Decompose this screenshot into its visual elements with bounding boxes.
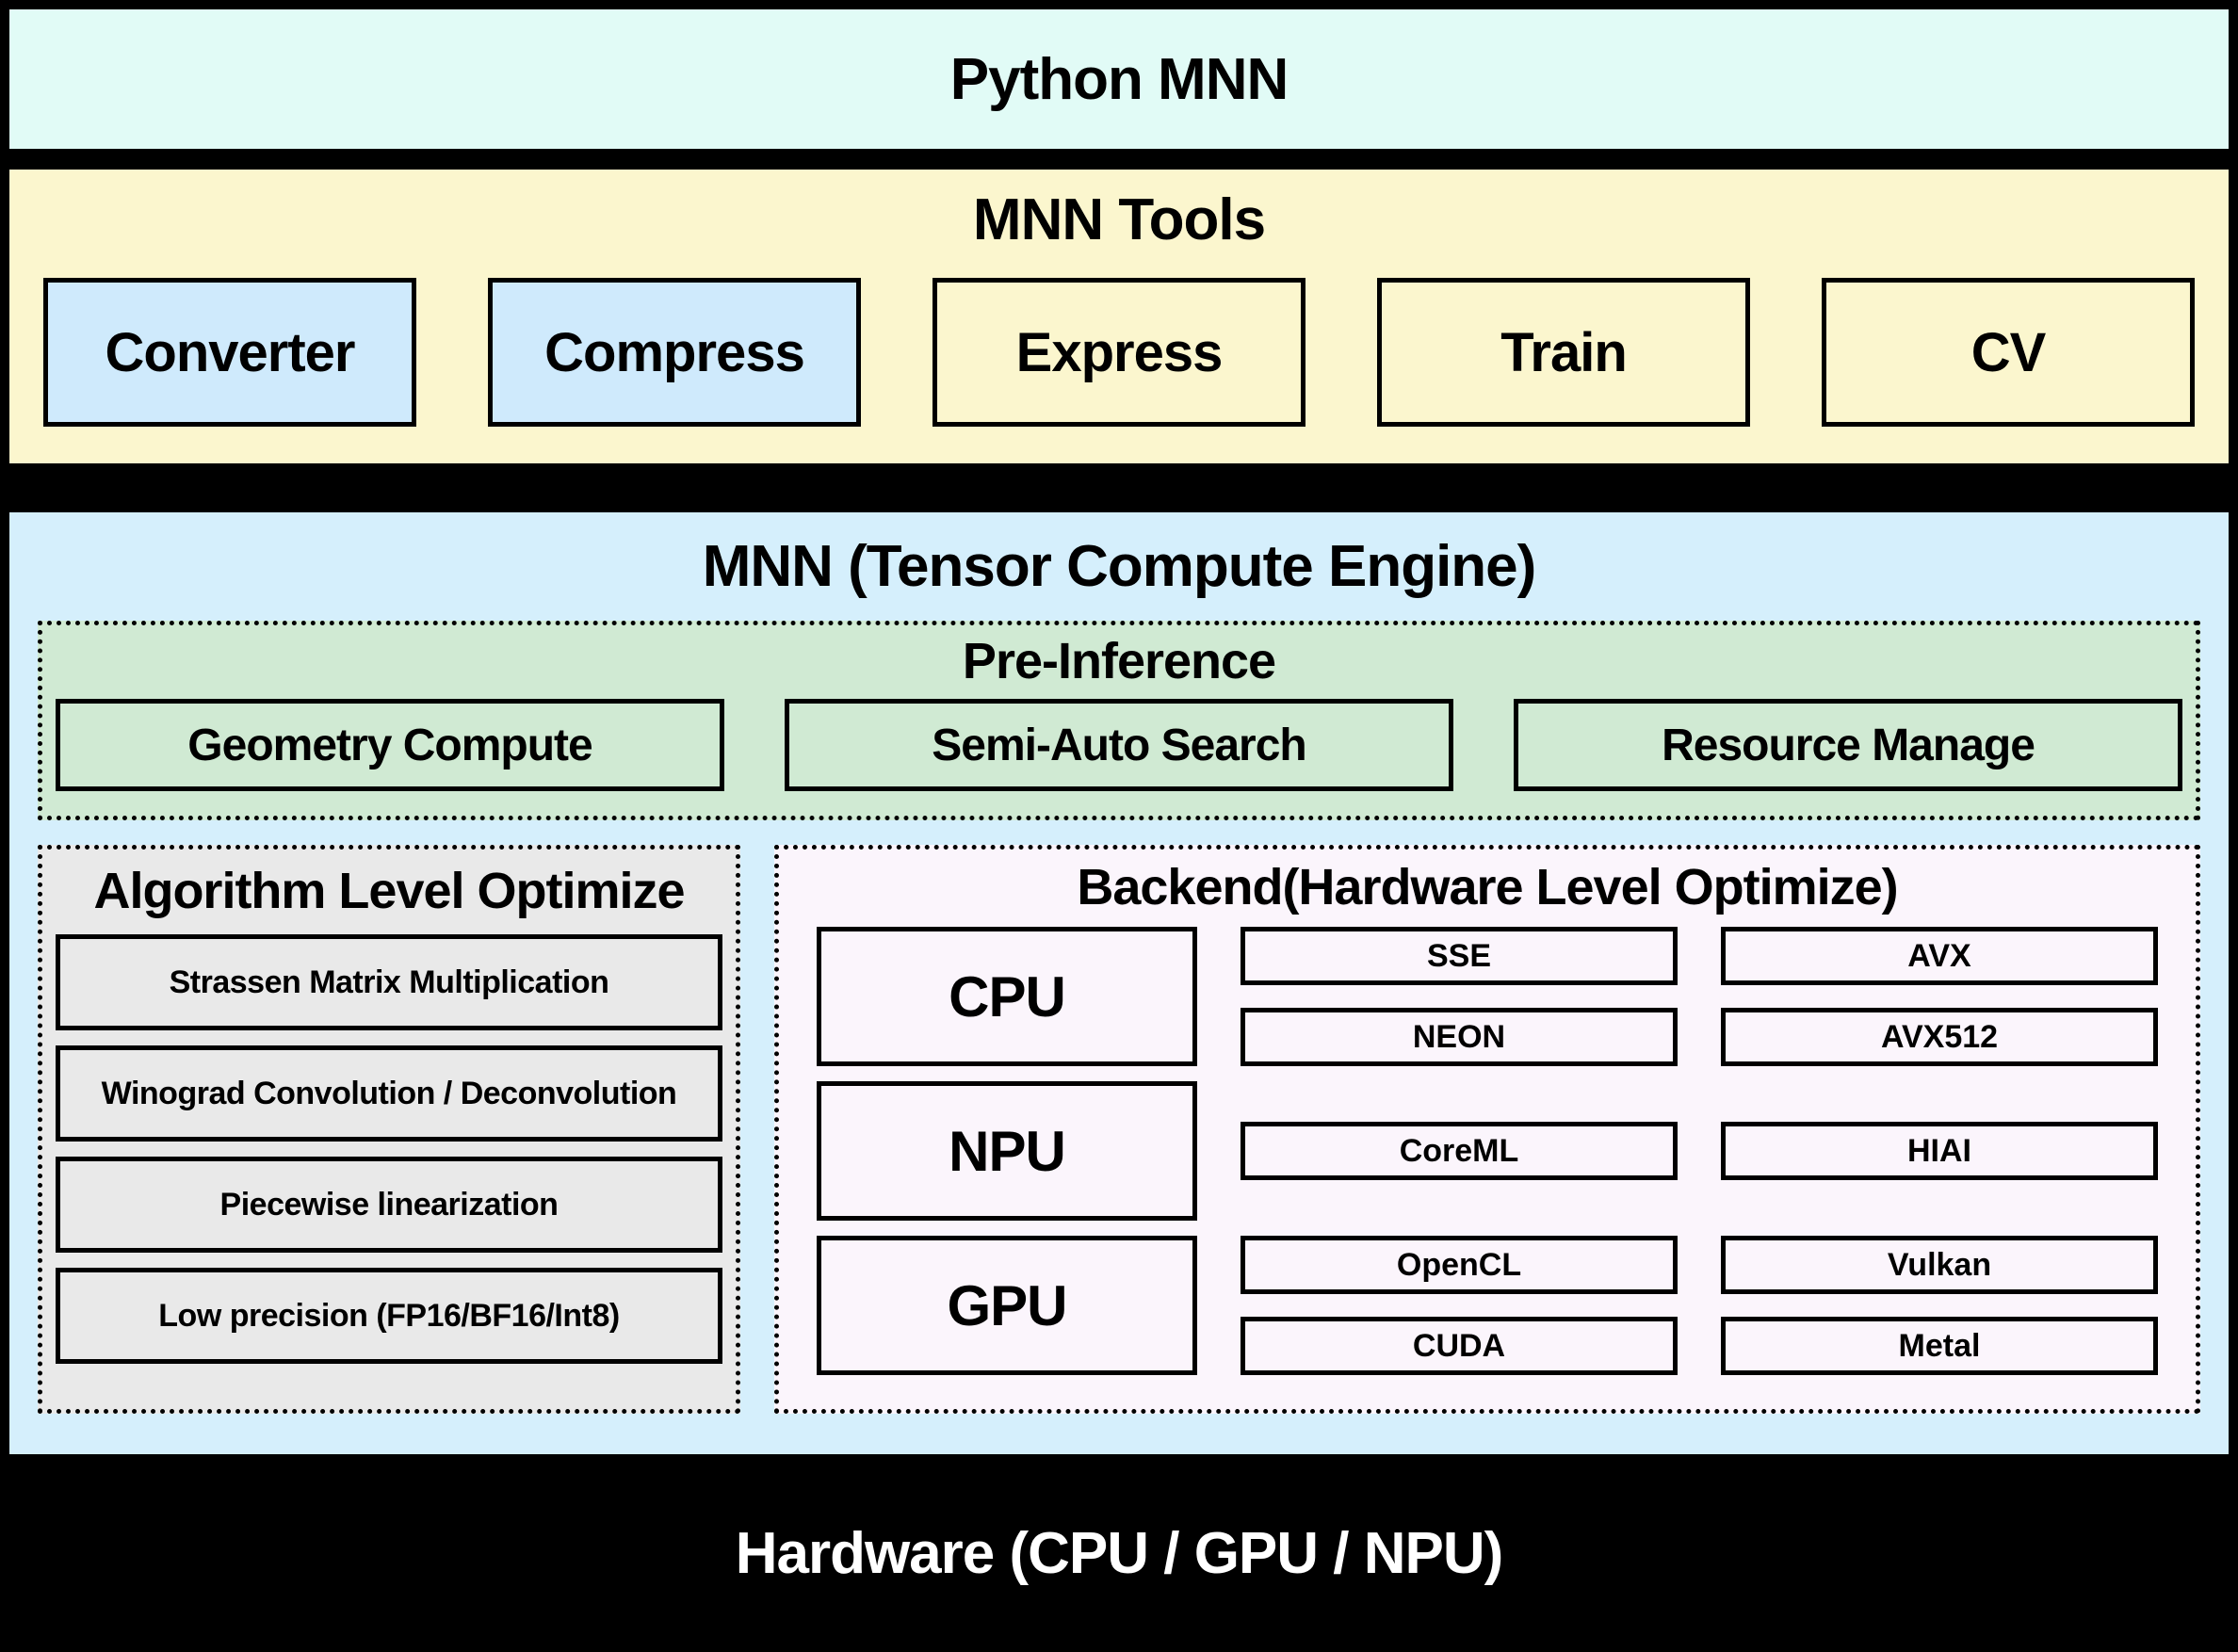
backend-box-cuda: CUDA <box>1241 1317 1678 1375</box>
hardware-layer: Hardware (CPU / GPU / NPU) <box>9 1454 2229 1652</box>
backend-box-hiai: HIAI <box>1721 1122 2158 1180</box>
algorithm-optimize-section: Algorithm Level Optimize Strassen Matrix… <box>38 845 740 1414</box>
backend-row-gpu: GPU OpenCL CUDA Vulkan Metal <box>817 1236 2158 1375</box>
backend-box-neon: NEON <box>1241 1008 1678 1066</box>
backend-col-gpu-right: Vulkan Metal <box>1721 1236 2158 1375</box>
optimize-row: Algorithm Level Optimize Strassen Matrix… <box>38 845 2200 1414</box>
mnn-tools-title: MNN Tools <box>972 187 1266 252</box>
pre-inference-row: Geometry Compute Semi-Auto Search Resour… <box>56 699 2182 791</box>
backend-box-avx512: AVX512 <box>1721 1008 2158 1066</box>
pre-box-semi-auto-search: Semi-Auto Search <box>785 699 1453 791</box>
pre-inference-section: Pre-Inference Geometry Compute Semi-Auto… <box>38 621 2200 820</box>
backend-box-vulkan: Vulkan <box>1721 1236 2158 1294</box>
backend-box-avx: AVX <box>1721 927 2158 985</box>
mnn-tools-layer: MNN Tools Converter Compress Express Tra… <box>9 170 2229 463</box>
backend-row-npu: NPU CoreML HIAI <box>817 1081 2158 1221</box>
backend-col-gpu-left: OpenCL CUDA <box>1241 1236 1678 1375</box>
backend-box-sse: SSE <box>1241 927 1678 985</box>
backend-optimize-title: Backend(Hardware Level Optimize) <box>1077 859 1898 915</box>
processor-box-gpu: GPU <box>817 1236 1197 1375</box>
hardware-title: Hardware (CPU / GPU / NPU) <box>735 1520 1504 1586</box>
mnn-engine-layer: MNN (Tensor Compute Engine) Pre-Inferenc… <box>9 512 2229 1454</box>
processor-box-cpu: CPU <box>817 927 1197 1066</box>
backend-box-opencl: OpenCL <box>1241 1236 1678 1294</box>
algo-item-winograd: Winograd Convolution / Deconvolution <box>56 1045 722 1142</box>
backend-row-cpu: CPU SSE NEON AVX AVX512 <box>817 927 2158 1066</box>
mnn-tools-row: Converter Compress Express Train CV <box>9 253 2229 427</box>
python-mnn-layer: Python MNN <box>9 9 2229 149</box>
algo-item-strassen: Strassen Matrix Multiplication <box>56 934 722 1030</box>
python-mnn-title: Python MNN <box>949 46 1289 112</box>
pre-inference-title: Pre-Inference <box>962 633 1276 689</box>
backend-optimize-section: Backend(Hardware Level Optimize) CPU SSE… <box>774 845 2200 1414</box>
backend-col-npu-right: HIAI <box>1721 1081 2158 1221</box>
tool-box-express: Express <box>932 278 1306 427</box>
tool-box-cv: CV <box>1822 278 2195 427</box>
pre-box-resource-manage: Resource Manage <box>1514 699 2182 791</box>
algo-item-low-precision: Low precision (FP16/BF16/Int8) <box>56 1268 722 1364</box>
pre-box-geometry-compute: Geometry Compute <box>56 699 724 791</box>
algorithm-optimize-title: Algorithm Level Optimize <box>93 863 685 919</box>
backend-box-metal: Metal <box>1721 1317 2158 1375</box>
backend-col-npu-left: CoreML <box>1241 1081 1678 1221</box>
processor-box-npu: NPU <box>817 1081 1197 1221</box>
tool-box-train: Train <box>1377 278 1750 427</box>
tool-box-compress: Compress <box>488 278 861 427</box>
tool-box-converter: Converter <box>43 278 416 427</box>
backend-col-cpu-right: AVX AVX512 <box>1721 927 2158 1066</box>
algo-item-piecewise: Piecewise linearization <box>56 1157 722 1253</box>
backend-col-cpu-left: SSE NEON <box>1241 927 1678 1066</box>
backend-rows: CPU SSE NEON AVX AVX512 NPU Co <box>817 927 2158 1375</box>
backend-box-coreml: CoreML <box>1241 1122 1678 1180</box>
mnn-engine-title: MNN (Tensor Compute Engine) <box>702 534 1537 599</box>
